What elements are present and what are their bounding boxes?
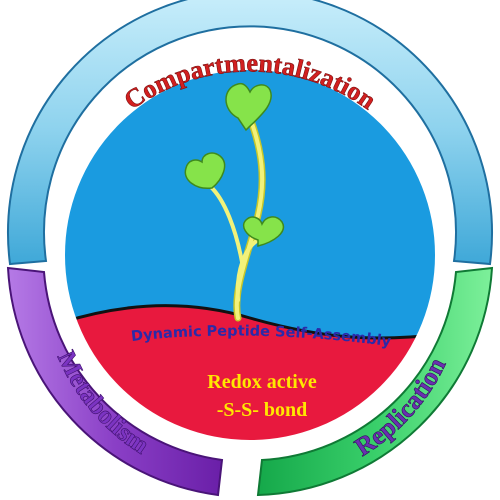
plant-branch-right bbox=[235, 238, 260, 302]
plant-branch-left bbox=[208, 184, 244, 264]
leaf-right bbox=[242, 216, 285, 247]
leaf-left bbox=[184, 152, 226, 189]
ground-region bbox=[63, 305, 437, 442]
left-ring-segment bbox=[6, 266, 224, 497]
inner-circle-border bbox=[61, 66, 439, 444]
leaf-top bbox=[225, 82, 272, 132]
core-line-2: -S-S- bond bbox=[217, 399, 308, 421]
plant bbox=[184, 82, 285, 322]
core-line-1: Redox active bbox=[207, 371, 317, 393]
right-ring-segment bbox=[256, 266, 494, 497]
ground-outline bbox=[63, 304, 437, 340]
top-ring-segment bbox=[7, 0, 493, 266]
